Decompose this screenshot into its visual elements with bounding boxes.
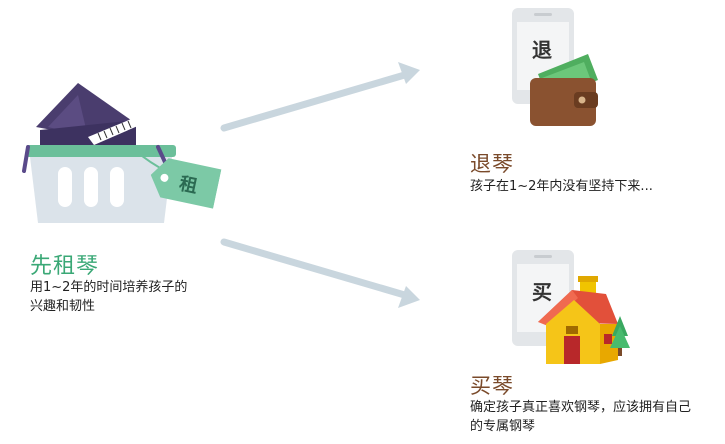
return-title: 退琴 — [470, 152, 514, 176]
return-phone-char: 退 — [532, 38, 552, 62]
rent-tag-icon: 租 — [146, 153, 222, 210]
arrow-to-return-icon — [220, 62, 420, 132]
rent-desc-line1: 用1~2年的时间培养孩子的 — [30, 280, 188, 295]
return-desc: 孩子在1~2年内没有坚持下来... — [470, 179, 653, 194]
arrow-to-buy-icon — [220, 238, 420, 308]
house-icon — [538, 276, 630, 364]
buy-desc-line1: 确定孩子真正喜欢钢琴，应该拥有自己 — [470, 400, 692, 415]
rent-desc-line2: 兴趣和韧性 — [30, 299, 96, 314]
buy-title: 买琴 — [470, 374, 514, 398]
basket-with-piano-icon — [22, 83, 176, 223]
buy-phone-char: 买 — [532, 280, 552, 304]
buy-desc-line2: 的专属钢琴 — [470, 419, 536, 434]
rent-title: 先租琴 — [30, 254, 100, 279]
wallet-icon — [530, 54, 598, 126]
